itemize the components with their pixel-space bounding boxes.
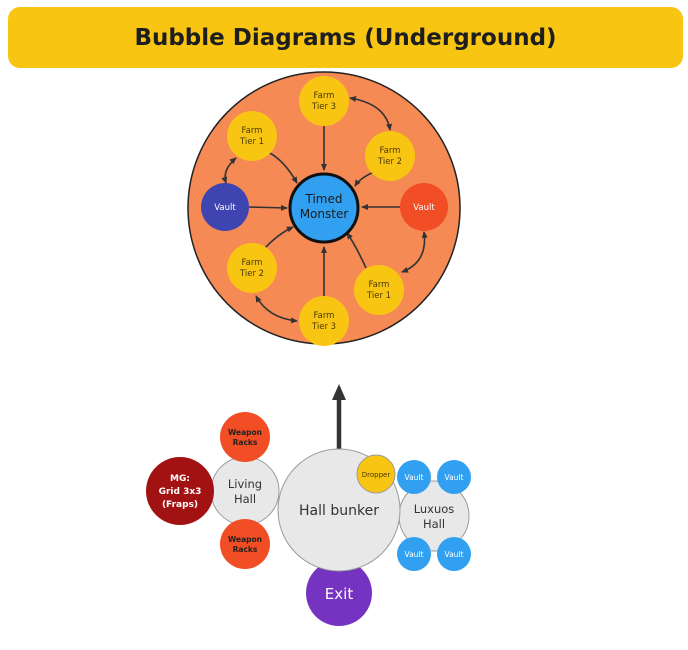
arrow-farm-t1-right-to-center bbox=[346, 232, 367, 269]
farm-tier2-left-bubble bbox=[227, 243, 277, 293]
lux-vault-bottom-right-label: Vault bbox=[445, 550, 464, 559]
lux-vault-top-right-label: Vault bbox=[445, 473, 464, 482]
living-hall-bubble bbox=[210, 456, 280, 526]
weapon-racks-top-label-2: Racks bbox=[233, 438, 258, 447]
vault-right-bubble bbox=[400, 183, 448, 231]
farm-tier3-top-label-1: Farm bbox=[314, 91, 335, 101]
bidirectional-connectors bbox=[221, 96, 428, 324]
living-hall-label-1: Living bbox=[228, 477, 262, 491]
dropper-bubble bbox=[356, 454, 396, 494]
farm-tier2-left-label-1: Farm bbox=[242, 258, 263, 268]
diagram-title: Bubble Diagrams (Underground) bbox=[134, 24, 557, 51]
vault-left-bubble bbox=[201, 183, 249, 231]
lux-vault-bottom-left-bubble bbox=[397, 537, 431, 571]
mg-label-2: Grid 3x3 bbox=[159, 487, 202, 497]
arrow-farm-t1-left-to-center bbox=[267, 151, 298, 184]
farm-tier3-top-label-2: Tier 3 bbox=[311, 102, 336, 112]
farm-tier1-right-bubble bbox=[354, 265, 404, 315]
arrow-farm-t2-left-to-center bbox=[263, 226, 294, 250]
timed-monster-label-2: Monster bbox=[300, 207, 349, 221]
vault-right-label: Vault bbox=[413, 203, 435, 213]
dropper-label: Dropper bbox=[362, 471, 391, 479]
vault-left-label: Vault bbox=[214, 203, 236, 213]
title-bar: Bubble Diagrams (Underground) bbox=[8, 7, 683, 68]
exit-bubble bbox=[306, 560, 372, 626]
arrow-vault-right-farm-t1-right bbox=[401, 231, 428, 273]
living-hall-label-2: Hall bbox=[234, 492, 256, 506]
mg-bubble bbox=[146, 457, 214, 525]
farm-tier1-right-label-2: Tier 1 bbox=[366, 291, 391, 301]
farm-tier1-left-bubble bbox=[227, 111, 277, 161]
timed-monster-label-1: Timed bbox=[305, 192, 343, 206]
timed-monster-bubble bbox=[288, 172, 360, 244]
farm-tier3-top-bubble bbox=[299, 76, 349, 126]
hall-bunker-label: Hall bunker bbox=[299, 503, 379, 519]
luxuos-hall-label-1: Luxuos bbox=[414, 502, 455, 516]
farm-tier2-left-label-2: Tier 2 bbox=[239, 269, 264, 279]
weapon-racks-bottom-label-2: Racks bbox=[233, 545, 258, 554]
mg-label-3: (Fraps) bbox=[162, 500, 198, 510]
farm-tier2-right-label-2: Tier 2 bbox=[377, 157, 402, 167]
farm-tier3-bottom-label-2: Tier 3 bbox=[311, 322, 336, 332]
farm-tier2-right-bubble bbox=[365, 131, 415, 181]
arrow-farm-t1-left-vault-left bbox=[221, 157, 237, 184]
farm-tier1-left-label-2: Tier 1 bbox=[239, 137, 264, 147]
lux-vault-bottom-left-label: Vault bbox=[405, 550, 424, 559]
arrow-vault-left-to-center bbox=[248, 204, 288, 211]
arrow-farm-t3-top-farm-t2-right bbox=[349, 96, 393, 131]
lux-vault-top-left-bubble bbox=[397, 460, 431, 494]
lux-vault-bottom-right-bubble bbox=[437, 537, 471, 571]
farm-tier1-right-label-1: Farm bbox=[369, 280, 390, 290]
farm-tier2-right-label-1: Farm bbox=[380, 146, 401, 156]
lux-vault-top-right-bubble bbox=[437, 460, 471, 494]
exit-label: Exit bbox=[325, 585, 354, 603]
farm-tier3-bottom-label-1: Farm bbox=[314, 311, 335, 321]
lux-vault-top-left-label: Vault bbox=[405, 473, 424, 482]
weapon-racks-bottom-bubble bbox=[220, 519, 270, 569]
luxuos-hall-label-2: Hall bbox=[423, 517, 445, 531]
mg-label-1: MG: bbox=[170, 474, 190, 484]
farm-tier1-left-label-1: Farm bbox=[242, 126, 263, 136]
weapon-racks-top-label-1: Weapon bbox=[228, 428, 262, 437]
weapon-racks-top-bubble bbox=[220, 412, 270, 462]
farm-tier3-bottom-bubble bbox=[299, 296, 349, 346]
arrow-farm-t2-left-farm-t3-bottom bbox=[255, 295, 298, 324]
weapon-racks-bottom-label-1: Weapon bbox=[228, 535, 262, 544]
